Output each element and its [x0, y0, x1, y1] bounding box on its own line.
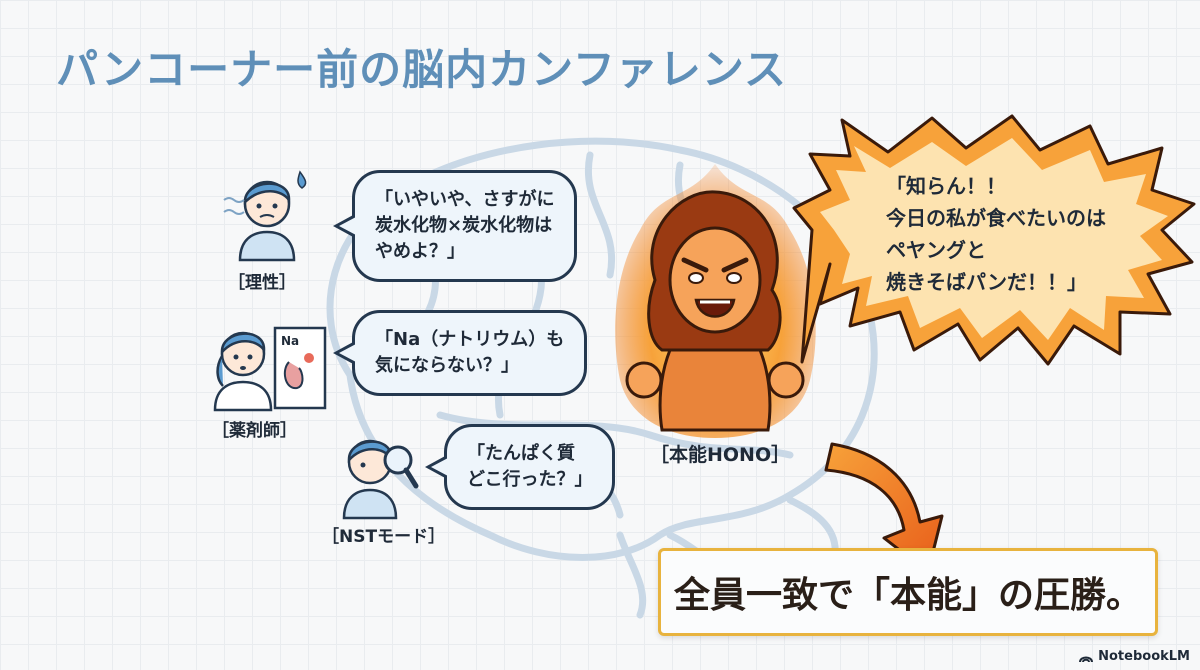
- pharmacist-label: ［薬剤師］: [212, 421, 297, 441]
- notebooklm-logo-icon: [1079, 656, 1094, 662]
- pharmacist-speech-bubble: 「Na（ナトリウム）も 気にならない？」: [332, 310, 588, 396]
- verdict-box: 全員一致で「本能」の圧勝。: [658, 548, 1158, 636]
- verdict-text: 全員一致で「本能」の圧勝。: [673, 575, 1142, 616]
- nst-label: ［NSTモード］: [322, 527, 446, 547]
- notebooklm-logo-text: NotebookLM: [1098, 649, 1190, 664]
- hono-shout-bubble: [792, 114, 1196, 366]
- reason-character-icon: [223, 170, 307, 262]
- page-title: パンコーナー前の脳内カンファレンス: [56, 45, 788, 94]
- reason-label: ［理性］: [228, 273, 296, 293]
- nst-speech-bubble: 「たんぱく質 どこ行った？」: [424, 424, 616, 510]
- reason-speech-bubble: 「いやいや、さすがに 炭水化物×炭水化物は やめよ？」: [332, 170, 578, 282]
- notebooklm-logo: NotebookLM: [1078, 649, 1190, 664]
- pharmacist-character-icon: [213, 326, 327, 412]
- hono-label: ［本能HONO］: [650, 444, 791, 466]
- hono-speech-text: 「知らん！！ 今日の私が食べたいのは ペヤングと 焼きそばパンだ！！」: [886, 174, 1106, 294]
- hono-flame-character-icon: [615, 164, 816, 438]
- nst-character-icon: [342, 439, 419, 520]
- chart-na-label: Na: [281, 334, 300, 348]
